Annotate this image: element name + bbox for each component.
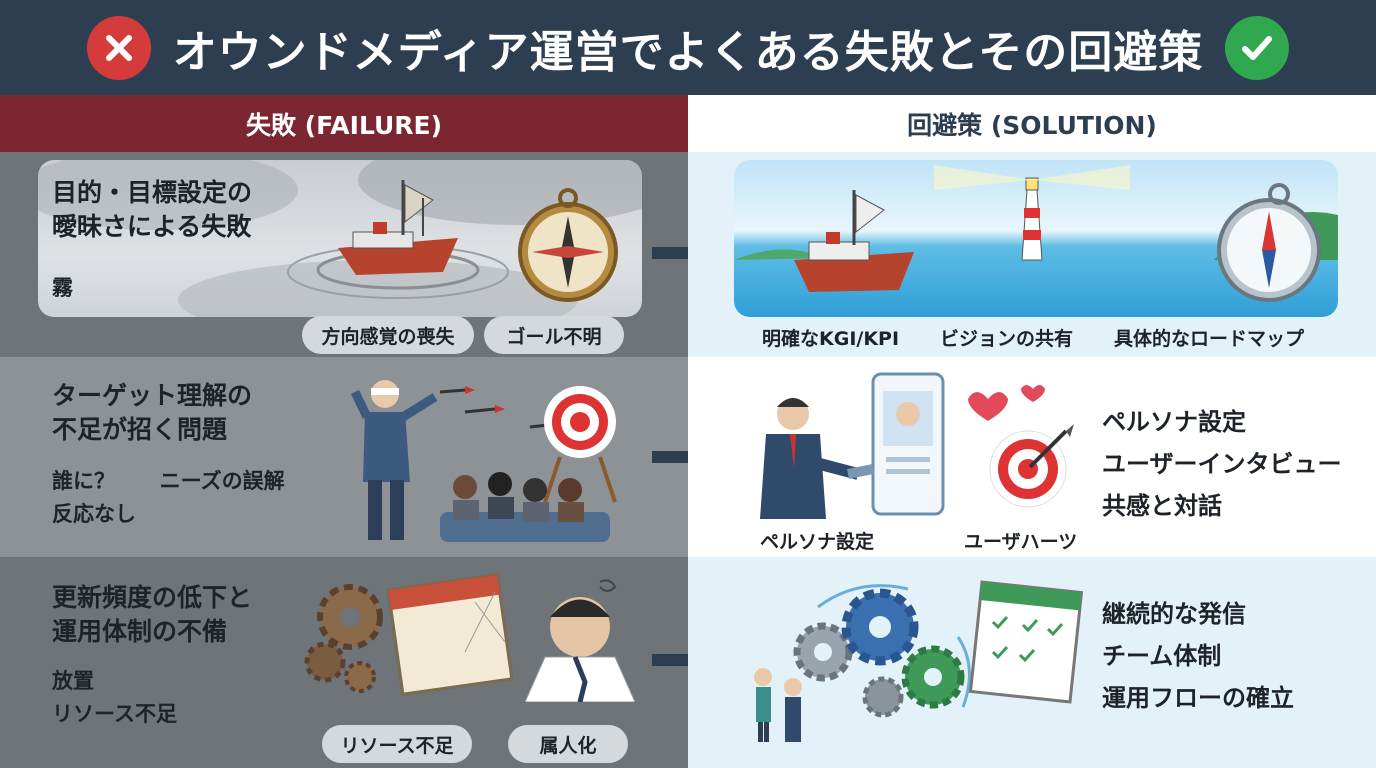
blindfold-darts-icon	[350, 380, 617, 542]
failure-1-title-line1: 目的・目標設定の	[52, 178, 253, 207]
failure-3-note-1: 放置	[52, 669, 94, 693]
solution-row-3: 継続的な発信 チーム体制 運用フローの確立	[688, 557, 1376, 768]
failure-row-2: ターゲット理解の 不足が招く問題 誰に？ ニーズの誤解 反応なし	[0, 357, 688, 557]
solution-2-label-1: ペルソナ設定	[760, 531, 875, 553]
solution-3-list-1: 継続的な発信	[1102, 600, 1246, 628]
failure-3-tag-2: 属人化	[508, 725, 628, 763]
page-title: オウンドメディア運営でよくある失敗とその回避策	[172, 26, 1204, 78]
failure-2-note-1: 誰に？	[52, 469, 115, 493]
solution-column: 回避策 (SOLUTION)	[688, 95, 1376, 768]
failure-3-note-2: リソース不足	[52, 701, 177, 726]
title-bar: オウンドメディア運営でよくある失敗とその回避策	[0, 0, 1376, 95]
success-check-icon	[1225, 15, 1290, 80]
solution-2-list-2: ユーザーインタビュー	[1102, 450, 1342, 478]
failure-1-note: 霧	[52, 276, 73, 300]
failure-1-title-line2: 曖昧さによる失敗	[52, 211, 252, 241]
gears-team-calendar-icon	[754, 580, 1084, 742]
solution-row-2: ペルソナ設定 ユーザハーツ ペルソナ設定 ユーザーインタビュー 共感と対話	[688, 357, 1376, 557]
failure-column: 失敗 (FAILURE) 目	[0, 95, 720, 768]
failure-2-note-3: 反応なし	[52, 501, 136, 526]
rusty-gears-calendar-icon	[304, 573, 635, 702]
failure-3-title-line1: 更新頻度の低下と	[52, 583, 253, 612]
persona-handshake-target-icon	[760, 372, 1074, 519]
solution-2-list-1: ペルソナ設定	[1102, 408, 1246, 436]
failure-2-title-line1: ターゲット理解の	[52, 381, 253, 410]
solution-3-list-2: チーム体制	[1102, 642, 1222, 670]
solution-2-list-3: 共感と対話	[1102, 492, 1222, 520]
solution-3-list-3: 運用フローの確立	[1102, 684, 1294, 712]
failure-row-1: 目的・目標設定の 曖昧さによる失敗 霧 方向感覚の喪失 ゴール不明	[0, 152, 688, 357]
solution-1-label-1: 明確なKGI/KPI	[762, 328, 900, 350]
fog-illustration	[38, 160, 642, 317]
failure-3-tag-1: リソース不足	[322, 725, 472, 763]
solution-row-1: 明確なKGI/KPI ビジョンの共有 具体的なロードマップ	[688, 152, 1376, 357]
failure-2-note-2: ニーズの誤解	[159, 469, 285, 493]
lighthouse-ship-compass-icon	[734, 165, 1338, 302]
failure-row-3: 更新頻度の低下と 運用体制の不備 放置 リソース不足 リソース不足 属人化	[0, 557, 688, 768]
solution-1-label-2: ビジョンの共有	[940, 328, 1074, 350]
fog-ship-compass-icon	[38, 160, 642, 317]
solution-1-label-3: 具体的なロードマップ	[1114, 328, 1305, 350]
failure-3-title-line2: 運用体制の不備	[52, 616, 228, 646]
clear-sea-illustration	[734, 160, 1338, 317]
failure-x-icon	[86, 15, 151, 80]
failure-1-tag-1: 方向感覚の喪失	[302, 316, 474, 354]
solution-2-label-2: ユーザハーツ	[964, 531, 1078, 553]
failure-1-tag-2: ゴール不明	[484, 316, 624, 354]
failure-2-title-line2: 不足が招く問題	[52, 414, 228, 444]
solution-header: 回避策 (SOLUTION)	[688, 95, 1376, 152]
failure-header: 失敗 (FAILURE)	[0, 95, 688, 152]
